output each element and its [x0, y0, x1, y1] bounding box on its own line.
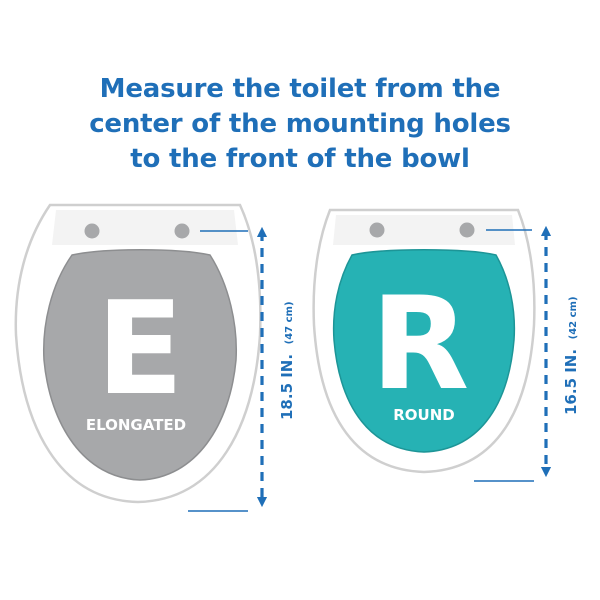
elongated-seat: E ELONGATED	[14, 203, 262, 504]
elongated-centimeters: (47 cm)	[284, 301, 295, 344]
round-mounting-hole-left	[369, 222, 385, 238]
round-inches: 16.5 IN.	[562, 349, 580, 415]
elongated-label: ELONGATED	[86, 416, 186, 434]
headline-line-3: to the front of the bowl	[130, 144, 470, 174]
round-mounting-hole-right	[459, 222, 475, 238]
elongated-mounting-hole-left	[84, 223, 100, 239]
round-seat: R ROUND	[312, 208, 536, 474]
round-letter: R	[371, 270, 470, 419]
elongated-lid	[42, 249, 238, 481]
elongated-measurement-label: 18.5 IN. (47 cm)	[277, 301, 296, 420]
elongated-mounting-hole-right	[174, 223, 190, 239]
headline-line-2: center of the mounting holes	[89, 109, 511, 139]
round-label: ROUND	[393, 406, 455, 424]
elongated-measurement: 18.5 IN. (47 cm)	[188, 226, 296, 512]
headline-line-1: Measure the toilet from the	[99, 74, 501, 104]
headline: Measure the toilet from the center of th…	[0, 72, 600, 177]
elongated-letter: E	[96, 275, 183, 424]
round-measurement-label: 16.5 IN. (42 cm)	[561, 296, 580, 415]
round-hinge-area	[333, 215, 515, 245]
round-lid	[332, 249, 516, 453]
round-measurement: 16.5 IN. (42 cm)	[474, 225, 580, 482]
elongated-inches: 18.5 IN.	[278, 354, 296, 420]
round-centimeters: (42 cm)	[568, 296, 579, 339]
elongated-hinge-area	[52, 210, 238, 245]
